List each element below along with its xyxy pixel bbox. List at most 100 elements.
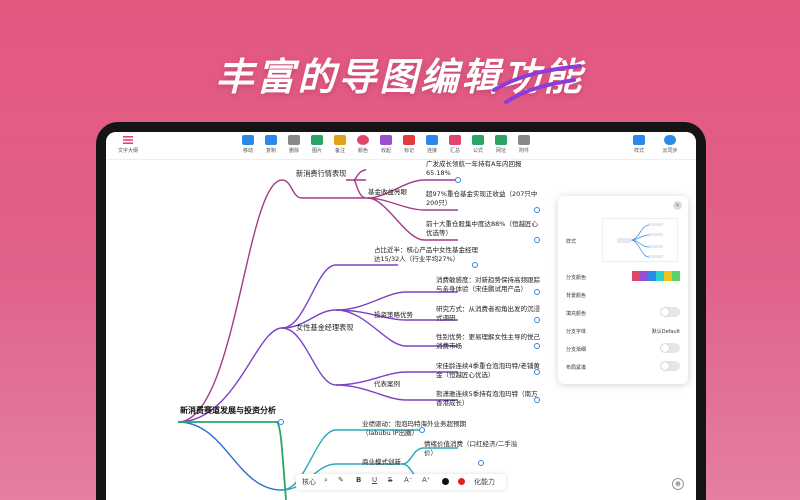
font-size-up-icon[interactable]: A⁺ <box>422 476 431 484</box>
delete-label: 删除 <box>288 148 299 154</box>
leaf-node[interactable]: 研究方式：从消费者视角出发的沉浸式调研 <box>436 305 540 322</box>
expand-handle[interactable] <box>534 237 540 243</box>
zoom-icon[interactable]: ⊕ <box>672 478 684 490</box>
leaf-node[interactable]: 情绪价值消费（口红经济/二手溢价） <box>424 440 518 457</box>
move-button[interactable]: 移动 <box>236 135 260 154</box>
connector-icon <box>426 135 438 145</box>
expand-handle[interactable] <box>534 343 540 349</box>
collapse-icon <box>380 135 392 145</box>
leaf-node[interactable]: 消费敏感度：对新趋势保持高频跟踪与亲身体验（宋佳鹏试用产品） <box>436 276 540 293</box>
expand-handle[interactable] <box>478 460 484 466</box>
expand-handle[interactable] <box>534 207 540 213</box>
outline-icon <box>123 136 133 144</box>
red-color-dot[interactable] <box>458 478 465 485</box>
taper-toggle[interactable] <box>660 343 680 353</box>
link-button[interactable]: 网址 <box>489 135 513 154</box>
copy-label: 复制 <box>265 148 276 154</box>
mindmap-canvas[interactable]: 新消费赛道发展与投资分析 新消费行情表现 广发成长领航一年持有A年内回报65.1… <box>106 160 696 500</box>
subbranch-node[interactable]: 代表案例 <box>374 380 400 388</box>
subbranch-node[interactable]: 基金收益亮眼 <box>368 188 407 196</box>
attachment-label: 附件 <box>518 148 529 154</box>
copy-icon <box>265 135 277 145</box>
cloud-sync-button[interactable]: 云同步 <box>658 135 682 154</box>
leaf-node[interactable]: 熊潇雅连续5季持有泡泡玛特（南方香港成长） <box>436 390 538 407</box>
leaf-node[interactable]: 广发成长领航一年持有A年内回报65.18% <box>426 160 522 177</box>
expand-handle[interactable] <box>278 419 284 425</box>
brace-icon <box>449 135 461 145</box>
color-button[interactable]: 颜色 <box>351 135 375 154</box>
leaf-node[interactable]: 宋佳龄连续4季重仓泡泡玛特/老铺黄金（恒越匠心优选） <box>436 362 540 379</box>
collapse-label: 收起 <box>380 148 391 154</box>
cloud-icon <box>664 135 676 145</box>
panel-label: 样式 <box>566 239 577 245</box>
image-icon <box>311 135 323 145</box>
font-size-down-icon[interactable]: A⁻ <box>404 476 413 484</box>
formula-icon <box>472 135 484 145</box>
close-icon[interactable]: × <box>673 201 682 210</box>
search-icon[interactable]: ⌕ <box>324 476 328 484</box>
leaf-node[interactable]: 前十大重仓股集中度达88%（恒越匠心优选等） <box>426 220 538 237</box>
outline-label: 文字大纲 <box>117 148 138 154</box>
palette-icon <box>357 135 369 145</box>
black-color-dot[interactable] <box>442 478 449 485</box>
link-icon <box>495 135 507 145</box>
leaf-node[interactable]: 性别优势：更易理解女性主导的悦己消费市场 <box>436 333 540 350</box>
branch-node[interactable]: 新消费行情表现 <box>296 169 347 178</box>
panel-label: 填充颜色 <box>566 311 587 317</box>
brush-icon <box>633 135 645 145</box>
panel-label: 分支颜色 <box>566 275 587 281</box>
formula-button[interactable]: 公式 <box>466 135 490 154</box>
leaf-node[interactable]: 占比近半：核心产品中女性基金经理达15/32人（行业平均27%） <box>374 246 478 263</box>
toolbar: 文字大纲 移动 复制 删除 图片 备注 颜色 收起 标记 连接 汇总 公式 网址… <box>106 132 696 160</box>
panel-label: 分支字体 <box>566 329 587 335</box>
leaf-node[interactable]: 业绩驱动：泡泡玛特海外业务超预期（labubu IP出圈） <box>362 420 466 437</box>
format-bar-text: 核心 <box>302 478 316 486</box>
expand-handle[interactable] <box>472 262 478 268</box>
summary-label: 汇总 <box>449 148 460 154</box>
collapse-button[interactable]: 收起 <box>374 135 398 154</box>
compact-toggle[interactable] <box>660 361 680 371</box>
style-button[interactable]: 样式 <box>627 135 651 154</box>
font-value[interactable]: 默认Default <box>651 329 680 335</box>
move-icon <box>242 135 254 145</box>
underline-icon[interactable]: U <box>372 476 378 484</box>
subbranch-node[interactable]: 投资策略优势 <box>374 311 413 319</box>
fill-color-toggle[interactable] <box>660 307 680 317</box>
delete-button[interactable]: 删除 <box>282 135 306 154</box>
bold-icon[interactable]: B <box>356 476 362 484</box>
expand-handle[interactable] <box>534 397 540 403</box>
branch-color-swatches[interactable] <box>632 271 680 281</box>
promo-headline: 丰富的导图编辑功能 <box>215 55 585 99</box>
expand-handle[interactable] <box>419 427 425 433</box>
strike-icon[interactable]: S <box>388 476 393 484</box>
panel-label: 背景颜色 <box>566 293 587 299</box>
subbranch-node[interactable]: 商业模式创新 <box>362 458 401 466</box>
trash-icon <box>288 135 300 145</box>
branch-node[interactable]: 女性基金经理表现 <box>296 323 354 332</box>
formula-label: 公式 <box>472 148 483 154</box>
connect-button[interactable]: 连接 <box>420 135 444 154</box>
style-preview[interactable] <box>602 218 678 262</box>
copy-button[interactable]: 复制 <box>259 135 283 154</box>
root-node[interactable]: 新消费赛道发展与投资分析 <box>180 406 276 415</box>
connect-label: 连接 <box>426 148 437 154</box>
panel-label: 分支渐细 <box>566 347 587 353</box>
note-icon <box>334 135 346 145</box>
attachment-button[interactable]: 附件 <box>512 135 536 154</box>
expand-handle[interactable] <box>534 369 540 375</box>
outline-button[interactable]: 文字大纲 <box>114 135 142 154</box>
paperclip-icon <box>518 135 530 145</box>
expand-handle[interactable] <box>455 177 461 183</box>
note-button[interactable]: 备注 <box>328 135 352 154</box>
link-label: 网址 <box>495 148 506 154</box>
image-button[interactable]: 图片 <box>305 135 329 154</box>
leaf-node[interactable]: 超97%重仓基金实现正收益（207只中200只） <box>426 190 538 207</box>
mindmap-connectors <box>177 169 458 500</box>
expand-handle[interactable] <box>534 317 540 323</box>
marker-button[interactable]: 标记 <box>397 135 421 154</box>
summary-button[interactable]: 汇总 <box>443 135 467 154</box>
cloud-sync-label: 云同步 <box>662 148 678 154</box>
marker-label: 标记 <box>403 148 414 154</box>
format-brush-icon[interactable]: ✎ <box>338 476 344 484</box>
expand-handle[interactable] <box>534 289 540 295</box>
